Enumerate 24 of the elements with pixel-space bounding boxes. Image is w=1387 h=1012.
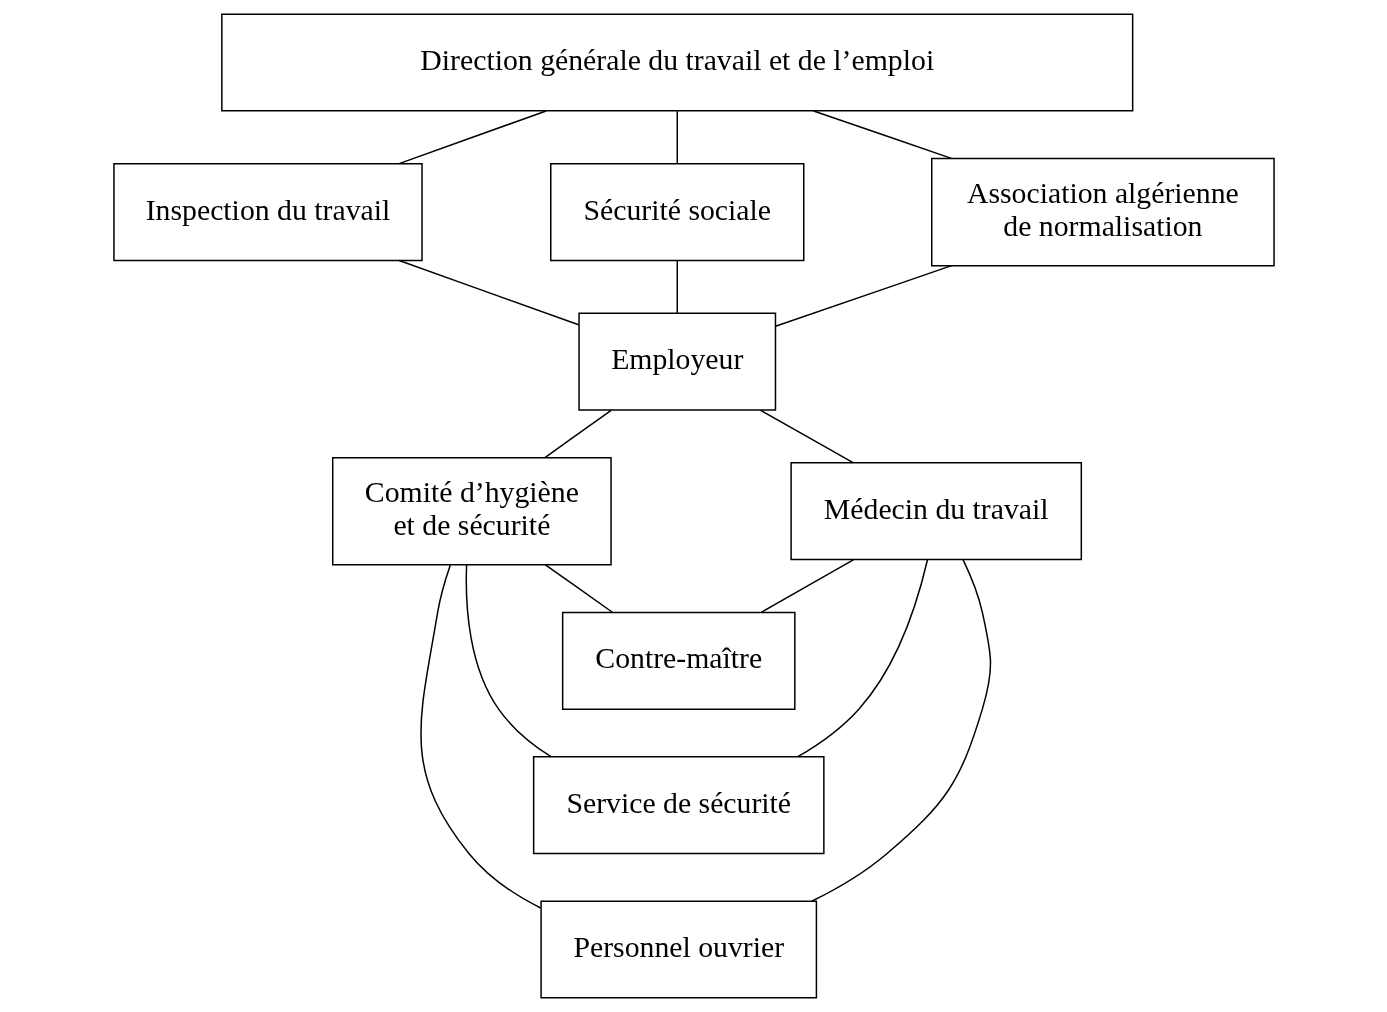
node-box: Direction générale du travail et de l’emploi (220, 13, 1133, 112)
node-box: Inspection du travail (112, 162, 423, 262)
connector (465, 564, 552, 758)
connector (419, 564, 541, 909)
connector (397, 110, 547, 165)
connector (676, 260, 678, 314)
connector (544, 564, 613, 613)
node-box: Sécurité sociale (549, 162, 804, 262)
connector (543, 409, 612, 459)
node-box: Comité d’hygiène et de sécurité (331, 456, 612, 566)
node-box: Contre-maître (561, 611, 796, 710)
node-box: Service de sécurité (532, 756, 825, 855)
node-box: Employeur (577, 312, 776, 411)
connector (810, 559, 991, 902)
connector (397, 259, 579, 326)
connector (796, 559, 928, 758)
connector (760, 559, 854, 613)
connector (676, 110, 678, 165)
node-box: Association algérienne de normalisation (930, 157, 1275, 267)
connector (812, 110, 952, 160)
connector (759, 409, 854, 464)
node-box: Médecin du travail (789, 462, 1082, 561)
connector (774, 264, 952, 328)
node-box: Personnel ouvrier (539, 900, 817, 999)
